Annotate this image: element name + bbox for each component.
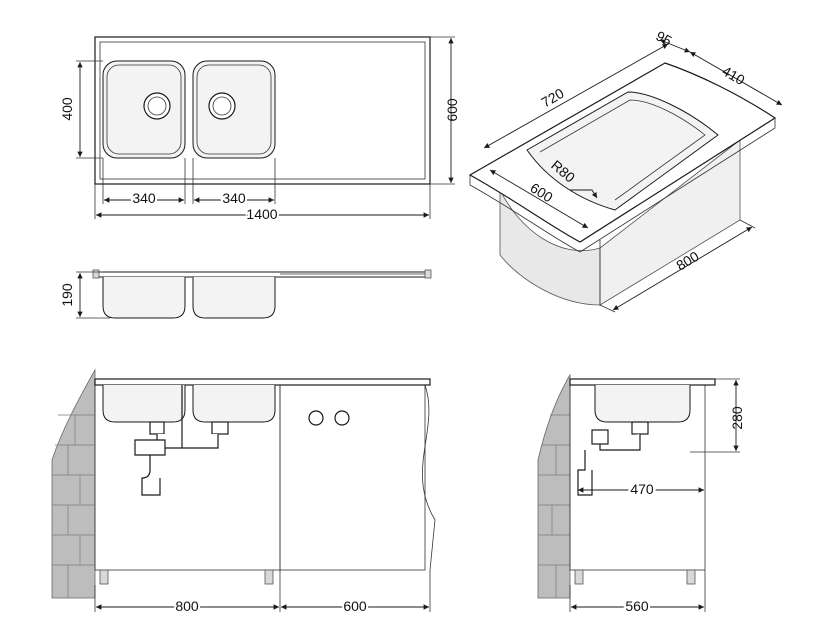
- side-section: 190: [59, 269, 432, 319]
- section-bowl-left: [102, 277, 186, 319]
- front-install: 800 600: [51, 368, 436, 616]
- section-rim-right: [424, 269, 432, 279]
- drain-right-inner: [212, 96, 232, 116]
- front-foot-2: [264, 569, 274, 585]
- side-bowl: [594, 385, 691, 423]
- dim-iso-top-depth: 410: [719, 63, 747, 89]
- dim-overall-depth: 600: [444, 98, 460, 122]
- side-wall: [537, 373, 571, 599]
- dim-iso-length: 720: [538, 85, 566, 111]
- dim-front-extension: 600: [343, 598, 367, 614]
- dim-side-bowl-drop: 280: [729, 406, 745, 430]
- front-worktop: [94, 378, 431, 386]
- dim-iso-800-ext-1: [599, 304, 616, 313]
- front-foot-1: [99, 569, 109, 585]
- dim-iso-800-line: [612, 226, 753, 311]
- side-wall-bricks: [538, 414, 570, 598]
- front-bowl-left: [102, 385, 186, 423]
- side-plumbing: [577, 421, 649, 496]
- dim-iso-800-ext-2: [739, 219, 756, 229]
- plan-view: 400 600 340 340 1400: [59, 36, 460, 224]
- front-door-knob-2: [334, 410, 350, 426]
- side-foot-2: [686, 569, 696, 585]
- dim-section-height: 190: [59, 283, 75, 307]
- front-wall-bricks: [52, 414, 95, 598]
- drain-left-inner: [147, 96, 167, 116]
- front-plumbing: [134, 385, 229, 496]
- dim-iso-600-line: [489, 169, 589, 229]
- dim-iso-offset: 95: [653, 28, 674, 50]
- dim-front-cabinet-width: 800: [175, 598, 199, 614]
- dim-overall-width: 1400: [246, 206, 277, 222]
- dim-410-line: [689, 51, 783, 106]
- dim-side-trap-depth: 470: [630, 481, 654, 497]
- side-worktop: [569, 378, 716, 386]
- dim-bowl-right-width: 340: [222, 190, 246, 206]
- section-bowl-right: [192, 277, 276, 319]
- sink-rim: [99, 41, 426, 180]
- dim-720-line: [483, 43, 669, 149]
- dim-bowl-left-width: 340: [132, 190, 156, 206]
- dim-side-cabinet-depth: 560: [625, 598, 649, 614]
- section-rim-left: [92, 269, 100, 279]
- bowl-right-inner: [196, 64, 272, 155]
- front-cabinet-600: [279, 384, 426, 571]
- front-door-knob-1: [308, 410, 324, 426]
- dim-95-line: [659, 39, 691, 53]
- front-cabinet-break: [422, 384, 436, 571]
- bowl-left-inner: [106, 64, 182, 155]
- side-install: 280 470 560: [537, 373, 745, 616]
- side-foot-1: [574, 569, 584, 585]
- dim-bowl-depth: 400: [59, 97, 75, 121]
- iso-view: 95 410 720 R80 600 800: [468, 28, 783, 313]
- front-wall: [51, 368, 96, 599]
- front-bowl-right: [192, 385, 276, 423]
